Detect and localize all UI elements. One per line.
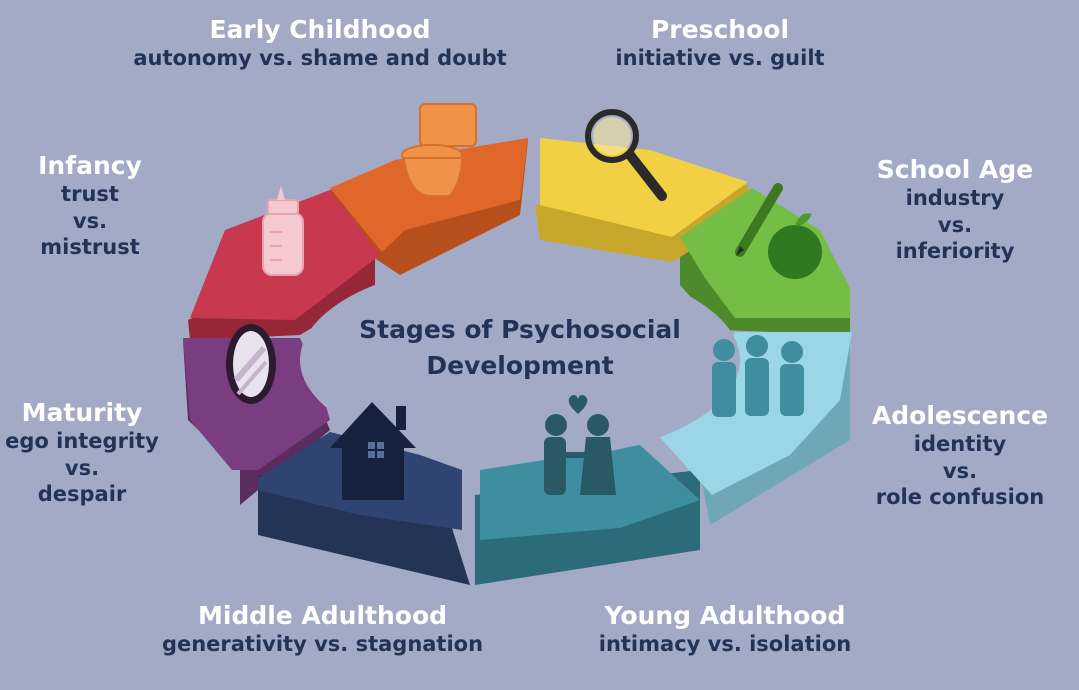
label-middle-adulthood: Middle Adulthood generativity vs. stagna… (150, 600, 495, 658)
title-line-2: Development (426, 351, 614, 381)
stage-conflict: role confusion (875, 484, 1045, 509)
stage-conflict: trust (61, 182, 119, 207)
stage-conflict: vs. (937, 212, 973, 237)
toilet-icon (401, 103, 477, 197)
label-infancy: Infancy trust vs. mistrust (20, 150, 160, 260)
label-early-childhood: Early Childhood autonomy vs. shame and d… (120, 14, 520, 72)
house-icon (330, 402, 416, 500)
stage-name: Adolescence (871, 401, 1049, 430)
label-preschool: Preschool initiative vs. guilt (600, 14, 840, 72)
stage-conflict: initiative vs. guilt (615, 46, 825, 71)
stage-name: Young Adulthood (604, 601, 846, 630)
wheel-center (300, 260, 740, 460)
stage-conflict: despair (37, 481, 127, 506)
title-line-1: Stages of Psychosocial (359, 315, 681, 344)
segment-maturity (183, 338, 330, 470)
stage-conflict: industry (905, 186, 1005, 211)
label-adolescence: Adolescence identity vs. role confusion (860, 400, 1060, 510)
label-young-adulthood: Young Adulthood intimacy vs. isolation (580, 600, 870, 658)
segment-school-age (680, 188, 850, 318)
mirror-icon (226, 324, 276, 404)
couple-heart-icon (544, 395, 616, 495)
magnifying-glass-icon (585, 109, 667, 201)
stage-conflict: vs. (942, 458, 978, 483)
stage-name: Maturity (21, 398, 143, 427)
stage-name: Infancy (38, 151, 142, 180)
stage-conflict: ego integrity (5, 429, 159, 454)
stage-name: School Age (876, 155, 1034, 184)
diagram-title: Stages of Psychosocial Development (340, 312, 700, 385)
stage-name: Preschool (650, 15, 790, 44)
apple-pencil-icon (735, 183, 822, 279)
segment-preschool (540, 138, 748, 237)
stage-conflict: identity (913, 432, 1007, 457)
baby-bottle-icon (262, 186, 304, 276)
stage-conflict: mistrust (40, 234, 140, 259)
label-school-age: School Age industry vs. inferiority (865, 154, 1045, 264)
stage-conflict: vs. (72, 208, 108, 233)
stage-name: Middle Adulthood (197, 601, 448, 630)
stage-name: Early Childhood (209, 15, 431, 44)
stage-conflict: inferiority (895, 238, 1015, 263)
stage-conflict: autonomy vs. shame and doubt (133, 46, 507, 71)
stage-conflict: intimacy vs. isolation (598, 632, 852, 657)
stage-conflict: generativity vs. stagnation (161, 632, 484, 657)
group-of-teens-icon (712, 335, 804, 417)
stage-conflict: vs. (64, 455, 100, 480)
label-maturity: Maturity ego integrity vs. despair (0, 397, 164, 507)
